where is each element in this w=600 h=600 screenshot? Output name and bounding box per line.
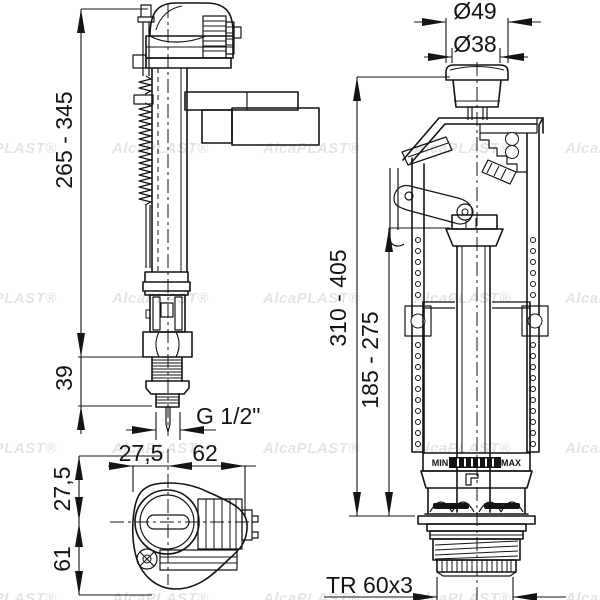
fill-valve-side-view (132, 2, 320, 436)
watermark-text: AlcaPLAST® (414, 140, 511, 157)
dimension-labels: 265 - 345 39 G 1/2" 27,5 62 27,5 61 Ø49 … (49, 0, 521, 598)
watermark-text: AlcaPLAST® (263, 290, 360, 307)
dim-fill-valve-inlet-thread: G 1/2" (196, 403, 260, 429)
watermark-text: AlcaPLAST® (565, 440, 600, 457)
watermark-text: AlcaPLAST® (112, 440, 209, 457)
watermark-text: AlcaPLAST® (112, 140, 209, 157)
dim-button-outer-diameter: Ø49 (453, 0, 496, 24)
dim-top-view-depth-lower: 61 (49, 546, 75, 572)
dim-top-view-width-right: 62 (192, 440, 218, 466)
watermark-text: AlcaPLAST® (0, 440, 57, 457)
dim-top-view-depth-upper: 27,5 (49, 467, 75, 512)
watermark-text: AlcaPLAST® (565, 290, 600, 307)
flush-valve-front-view (389, 62, 549, 600)
dim-fill-valve-shank-length: 39 (51, 365, 77, 391)
watermark-text: AlcaPLAST® (263, 590, 360, 600)
watermark-text: AlcaPLAST® (112, 590, 209, 600)
watermark-text: AlcaPLAST® (0, 140, 57, 157)
max-label: MAX (501, 458, 521, 468)
watermark-text: AlcaPLAST® (565, 590, 600, 600)
watermark-text: AlcaPLAST® (0, 290, 57, 307)
rail-holes (415, 237, 536, 447)
dim-fill-valve-height-range: 265 - 345 (51, 91, 77, 188)
min-label: MIN (432, 458, 449, 468)
watermark-text: AlcaPLAST® (565, 140, 600, 157)
watermark-text: AlcaPLAST® (0, 590, 57, 600)
dim-flush-valve-bottom-thread: TR 60x3 (326, 572, 413, 598)
dim-button-inner-diameter: Ø38 (453, 31, 496, 57)
dim-top-view-width-left: 27,5 (119, 440, 164, 466)
dim-flush-valve-height-range: 310 - 405 (325, 249, 351, 346)
fill-valve-top-view (110, 449, 259, 590)
watermark-text: AlcaPLAST® (263, 440, 360, 457)
dim-flush-valve-overflow-height-range: 185 - 275 (357, 311, 383, 408)
dimension-annotations (75, 8, 566, 600)
watermark-text: AlcaPLAST® (414, 590, 511, 600)
